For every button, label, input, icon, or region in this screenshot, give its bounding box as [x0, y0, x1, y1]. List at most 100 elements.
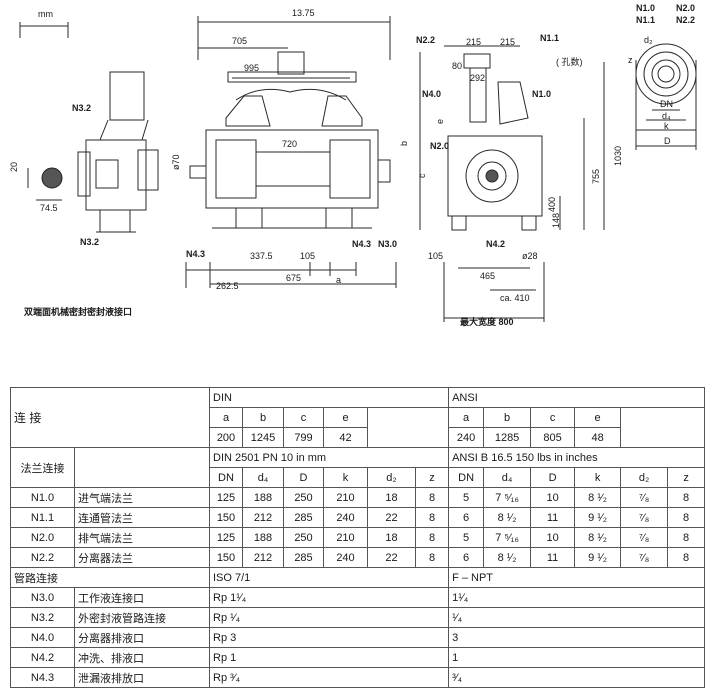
pipe-name: 外密封液管路连接: [74, 607, 210, 628]
din-value: 22: [367, 547, 416, 568]
din-value: 18: [367, 487, 416, 508]
ansi-header: ANSI: [448, 387, 706, 408]
table-row: N3.2 外密封液管路连接 Rp ¹⁄₄ ¹⁄₄: [10, 607, 706, 628]
table-row: 连 接 DIN ANSI: [10, 387, 706, 448]
legend-n10: N1.0: [636, 3, 656, 13]
din-flange-head: DN: [209, 467, 243, 488]
ansi-value: 6: [448, 547, 485, 568]
din-value: 250: [283, 487, 324, 508]
ansi-flange-head: k: [574, 467, 622, 488]
dim-dia-70: ø70: [171, 154, 181, 170]
dim-c-label: c: [417, 173, 427, 179]
dim-shaft-offset: 74.5: [40, 203, 58, 213]
din-pipe-value: Rp 1: [208, 647, 450, 668]
empty-cell: [74, 447, 210, 488]
din-value: 125: [209, 527, 243, 548]
label-n40: N4.0: [422, 89, 442, 99]
dim-80: 80: [452, 61, 463, 71]
din-pipe-value: Rp 1¹⁄₄: [208, 587, 450, 608]
din-dim-head: b: [242, 407, 284, 428]
label-n20: N2.0: [430, 141, 450, 151]
din-flange-head: d₄: [242, 467, 284, 488]
ansi-value: 7 ⁵⁄₁₆: [483, 527, 532, 548]
dim-720: 720: [282, 139, 298, 149]
din-header: DIN: [208, 387, 450, 408]
ansi-value: 8: [667, 527, 706, 548]
ansi-value: 8: [667, 507, 706, 528]
din-value: 8: [414, 547, 450, 568]
din-dim-head: c: [283, 407, 324, 428]
table-row: N4.2 冲洗、排液口 Rp 1 1: [10, 647, 706, 668]
ansi-value: 8 ¹⁄₂: [574, 527, 622, 548]
ansi-dim-value: 805: [530, 427, 576, 448]
dim-995: 995: [244, 63, 260, 73]
label-n43-right: N4.3: [352, 239, 372, 249]
technical-drawing: mm 20 74.5 N3.2 N3.2 13.75 705 995 720 ø…: [9, 3, 697, 327]
dim-337-5: 337.5: [250, 251, 273, 261]
table-row: 管路连接 ISO 7/1 F – NPT: [10, 567, 706, 588]
label-n11: N1.1: [540, 33, 560, 43]
ansi-flange-head: d₂: [620, 467, 669, 488]
dim-1030: 1030: [613, 145, 623, 166]
ansi-dim-head: c: [530, 407, 576, 428]
din-value: 212: [242, 507, 284, 528]
table-row: N4.0 分离器排液口 Rp 3 3: [10, 627, 706, 648]
flange-k-label: k: [664, 121, 669, 131]
din-value: 188: [242, 527, 284, 548]
ansi-flange-head: D: [530, 467, 576, 488]
conn-label: 连 接: [10, 387, 210, 448]
table-row: N1.1 连通管法兰 150 212 285 240 22 8 6 8 ¹⁄₂ …: [10, 507, 706, 528]
din-dim-head: e: [323, 407, 368, 428]
flange-code: N2.2: [10, 547, 75, 568]
ansi-value: 8: [667, 547, 706, 568]
dim-215-left: 215: [466, 37, 482, 47]
flange-code: N1.0: [10, 487, 75, 508]
label-n10: N1.0: [532, 89, 552, 99]
din-flange-head: z: [414, 467, 450, 488]
flange-name: 进气端法兰: [74, 487, 210, 508]
din-value: 210: [323, 487, 368, 508]
pipe-code: N4.2: [10, 647, 75, 668]
dim-262-5: 262.5: [216, 281, 239, 291]
din-value: 150: [209, 507, 243, 528]
din-value: 8: [414, 487, 450, 508]
ansi-value: 6: [448, 507, 485, 528]
din-value: 210: [323, 527, 368, 548]
dim-shaft-height: 20: [9, 161, 19, 172]
ansi-dim-value: 48: [574, 427, 622, 448]
pipe-name: 分离器排液口: [74, 627, 210, 648]
ansi-value: 7 ⁵⁄₁₆: [483, 487, 532, 508]
dim-148: 148: [551, 212, 561, 228]
ansi-value: 8 ¹⁄₂: [483, 547, 532, 568]
flange-name: 排气端法兰: [74, 527, 210, 548]
flange-D-label: D: [664, 136, 671, 146]
din-value: 125: [209, 487, 243, 508]
din-flange-head: D: [283, 467, 324, 488]
flange-name: 分离器法兰: [74, 547, 210, 568]
ansi-pipe-value: 1: [448, 647, 706, 668]
ansi-value: 11: [530, 507, 576, 528]
din-flange-std: DIN 2501 PN 10 in mm: [208, 447, 450, 468]
flange-z-label: z: [628, 55, 633, 65]
flange-dn-label: DN: [660, 99, 673, 109]
flange-label: 法兰连接: [10, 447, 75, 488]
dim-105-front: 105: [300, 251, 316, 261]
ansi-pipe-value: ³⁄₄: [448, 667, 706, 688]
ansi-value: 5: [448, 487, 485, 508]
dim-a-label: a: [336, 275, 342, 285]
ansi-dim-value: 240: [448, 427, 485, 448]
pipe-name: 冲洗、排液口: [74, 647, 210, 668]
dim-e-label: e: [435, 118, 445, 124]
din-flange-head: k: [323, 467, 368, 488]
flange-name: 连通管法兰: [74, 507, 210, 528]
label-n43-left: N4.3: [186, 249, 206, 259]
ansi-dim-head: e: [574, 407, 622, 428]
dim-b-label: b: [399, 140, 409, 146]
din-pipe-value: Rp 3: [208, 627, 450, 648]
ansi-dim-value: 1285: [483, 427, 532, 448]
din-value: 212: [242, 547, 284, 568]
empty-cell: [620, 407, 706, 448]
din-value: 285: [283, 547, 324, 568]
ansi-value: 8 ¹⁄₂: [483, 507, 532, 528]
ansi-flange-head: DN: [448, 467, 485, 488]
